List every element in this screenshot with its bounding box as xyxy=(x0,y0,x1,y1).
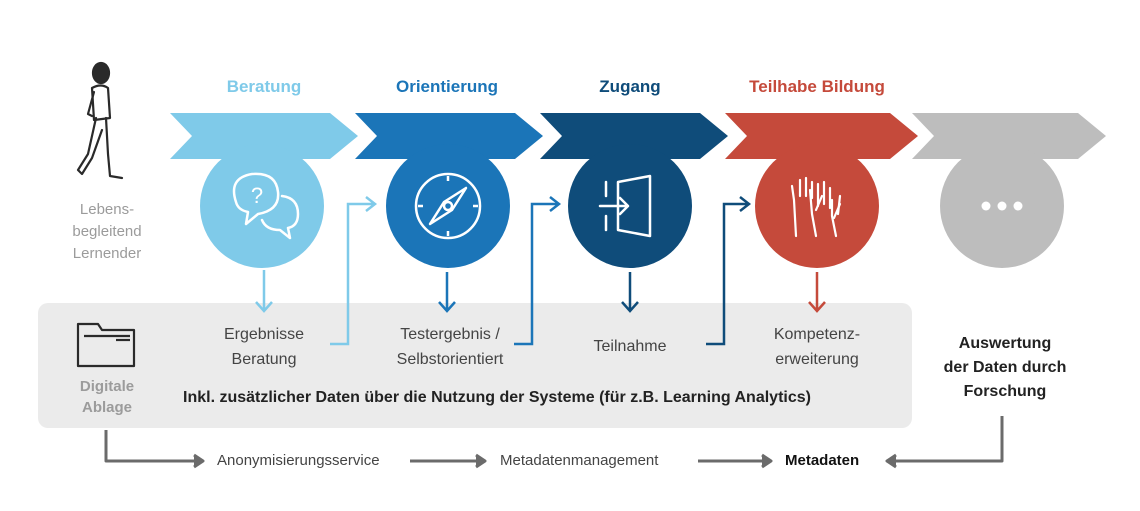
folder-icon xyxy=(76,322,136,368)
walking-person-icon xyxy=(76,61,124,180)
person-label: Lebens- begleitend Lernender xyxy=(72,201,142,262)
digital-storage-label: Digitale Ablage xyxy=(79,378,135,416)
raised-hands-icon xyxy=(790,176,842,238)
output-label-beratung: Ergebnisse Beratung xyxy=(223,326,305,368)
circle-orientierung xyxy=(386,144,510,268)
circle-beratung xyxy=(200,144,324,268)
chevron-zugang xyxy=(540,113,728,159)
svg-text:?: ? xyxy=(251,183,263,208)
connector-arrow-2 xyxy=(514,196,562,346)
stage-title-beratung: Beratung xyxy=(226,77,302,96)
metadata-management-label: Metadatenmanagement xyxy=(500,452,659,469)
output-label-zugang: Teilnahme xyxy=(593,338,667,355)
chevron-orientierung xyxy=(355,113,543,159)
connector-arrow-3 xyxy=(706,196,752,346)
anonymization-service-label: Anonymisierungsservice xyxy=(217,452,380,469)
chevron-beratung xyxy=(170,113,358,159)
door-enter-icon xyxy=(598,174,652,238)
digital-storage-panel xyxy=(38,303,912,428)
circle-zugang xyxy=(568,144,692,268)
output-label-teilhabe: Kompetenz- erweiterung xyxy=(773,326,861,368)
output-label-orientierung: Testergebnis / Selbstorientiert xyxy=(396,326,504,368)
speech-bubbles-question-icon: ? xyxy=(232,172,300,240)
panel-note: Inkl. zusätzlicher Daten über die Nutzun… xyxy=(183,389,811,406)
stage-title-zugang: Zugang xyxy=(599,77,661,96)
compass-icon xyxy=(414,172,482,240)
stage-title-orientierung: Orientierung xyxy=(395,77,498,96)
metadata-label: Metadaten xyxy=(785,452,860,469)
down-arrow-teilhabe xyxy=(808,272,826,313)
down-arrow-orientierung xyxy=(438,272,456,313)
ellipsis-icon xyxy=(981,201,1023,211)
down-arrow-zugang xyxy=(621,272,639,313)
stage-title-teilhabe: Teilhabe Bildung xyxy=(749,77,885,96)
connector-arrow-1 xyxy=(330,196,378,346)
down-arrow-beratung xyxy=(255,270,273,313)
chevron-future xyxy=(912,113,1106,159)
research-label: Auswertung der Daten durch Forschung xyxy=(943,335,1067,400)
bottom-flow-arrows xyxy=(104,416,1004,469)
chevron-teilhabe xyxy=(725,113,918,159)
